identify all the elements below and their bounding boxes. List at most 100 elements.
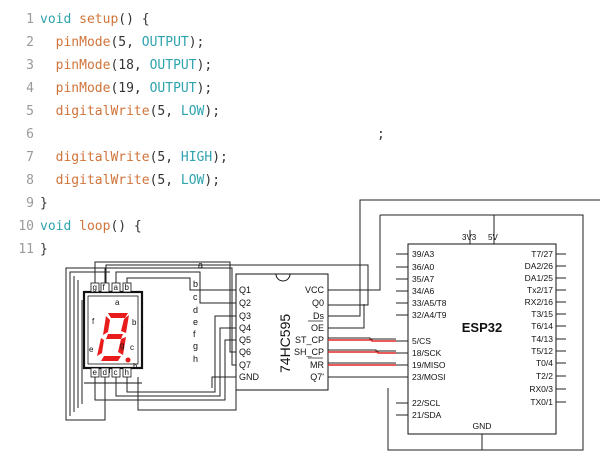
wire-label: h [193, 354, 198, 364]
oe-wire [328, 304, 365, 329]
esp32-right-pin-label: T6/14 [531, 321, 553, 331]
code-token: OUTPUT [149, 81, 197, 96]
display-pin-label: e [93, 368, 98, 377]
code-token: OUTPUT [141, 35, 189, 50]
display-pin-label: b [125, 283, 130, 292]
code-line[interactable]: 8 digitalWrite(5, LOW); [0, 169, 611, 192]
code-token: (5, [149, 150, 181, 165]
segment-wire [94, 339, 236, 401]
sr-left-pin-label: GND [239, 372, 260, 382]
segment-label: g [120, 341, 124, 350]
segment-e [97, 338, 104, 356]
esp32-left-pin-label: 32/A4/T9 [412, 310, 447, 320]
code-token: pinMode [55, 58, 111, 73]
sr-right-pin-label: ST_CP [295, 335, 324, 345]
wire-label: c [193, 292, 198, 302]
code-token: ); [204, 173, 221, 188]
esp32-right-pin-label: T7/27 [531, 249, 553, 259]
sr-right-pin-label: SH_CP [294, 347, 324, 357]
seven-segment-display [82, 290, 144, 370]
code-token: } [40, 196, 48, 211]
sr-right-pin-label: MR [310, 360, 324, 370]
code-token: void [40, 12, 80, 27]
wire-label: d [193, 305, 198, 315]
code-token: digitalWrite [55, 104, 150, 119]
esp32-left-pin-label: 5/CS [412, 336, 431, 346]
code-token: pinMode [55, 35, 111, 50]
segment-wire [137, 377, 237, 411]
sr-right-pin-label: VCC [305, 285, 325, 295]
esp32-left-pin-label: 35/A7 [412, 274, 434, 284]
segment-g [106, 334, 123, 339]
code-line[interactable]: 5 digitalWrite(5, LOW); [0, 100, 611, 123]
vcc-wire [328, 215, 381, 291]
code-line[interactable]: 4 pinMode(19, OUTPUT); [0, 77, 611, 100]
sr-right-pin-label: Q7' [310, 372, 324, 382]
code-line[interactable]: 11} [0, 238, 611, 261]
esp32-right-pin-label: T4/13 [531, 334, 553, 344]
sr-right-pin-label: Ds [313, 311, 324, 321]
code-line[interactable]: 6; [0, 123, 611, 146]
code-token: LOW [180, 173, 205, 188]
wire-label: a [198, 260, 203, 270]
segment-wire [104, 267, 236, 366]
code-line[interactable]: 3 pinMode(18, OUTPUT); [0, 54, 611, 77]
code-token: ); [212, 150, 228, 165]
code-line[interactable]: 9} [0, 192, 611, 215]
code-line[interactable]: 7 digitalWrite(5, HIGH); [0, 146, 611, 169]
wire-label: g [193, 341, 198, 351]
chip-notch [275, 273, 291, 282]
line-number: 9 [26, 196, 34, 211]
ds-wire [328, 199, 600, 317]
segment-wire [126, 315, 236, 393]
display-pin-label: a [114, 283, 119, 292]
esp32-right-pin-label: RX0/3 [529, 384, 553, 394]
code-token: ); [204, 104, 221, 119]
code-line[interactable]: 2 pinMode(5, OUTPUT); [0, 31, 611, 54]
esp32-top-pin-label: 3V3 [462, 233, 477, 242]
display-pin-label: c [114, 368, 118, 377]
sr-left-pin-label: Q1 [239, 285, 251, 295]
wire [105, 264, 369, 306]
code-token: (19, [110, 81, 150, 96]
wire-label: f [193, 329, 196, 339]
display-pin-label: h [125, 368, 129, 377]
code-token: (5, [149, 104, 181, 119]
segment-wire [115, 271, 236, 304]
code-token: (5, [149, 173, 181, 188]
code-token: digitalWrite [55, 150, 150, 165]
line-number: 4 [26, 81, 34, 96]
esp32-left-pin-label: 34/A6 [412, 286, 434, 296]
code-token: ; [377, 127, 385, 142]
esp32-left-pin-label: 33/A5/T8 [412, 298, 447, 308]
segment-c [118, 337, 126, 355]
esp32-right-pin-label: T2/2 [536, 371, 553, 381]
segment-f [103, 316, 110, 335]
code-token: void [40, 219, 80, 234]
gnd-stub [211, 376, 236, 388]
wire-label: b [193, 279, 198, 289]
control-wire-shadow [328, 337, 396, 340]
segment-a [108, 313, 128, 318]
esp32-right-pin-label: DA1/25 [525, 273, 554, 283]
line-number: 8 [26, 173, 34, 188]
segment-label: f [92, 317, 95, 326]
code-token: } [40, 242, 48, 257]
segment-d [101, 356, 121, 361]
segment-label: b [132, 318, 137, 327]
code-token: digitalWrite [55, 173, 150, 188]
esp32-left-pin-label: 36/A0 [412, 262, 434, 272]
code-token: ); [196, 81, 213, 96]
display-pin-label: f [103, 283, 106, 292]
esp32-right-pin-label: TX0/1 [530, 397, 553, 407]
line-number: 2 [26, 35, 34, 50]
code-token: OUTPUT [149, 58, 197, 73]
sr-right-pin-label: Q0 [312, 298, 324, 308]
code-token: loop [79, 219, 111, 234]
gnd-wire [481, 214, 584, 451]
line-number: 10 [18, 219, 34, 234]
esp32-left-pin-label: 21/SDA [412, 410, 442, 420]
